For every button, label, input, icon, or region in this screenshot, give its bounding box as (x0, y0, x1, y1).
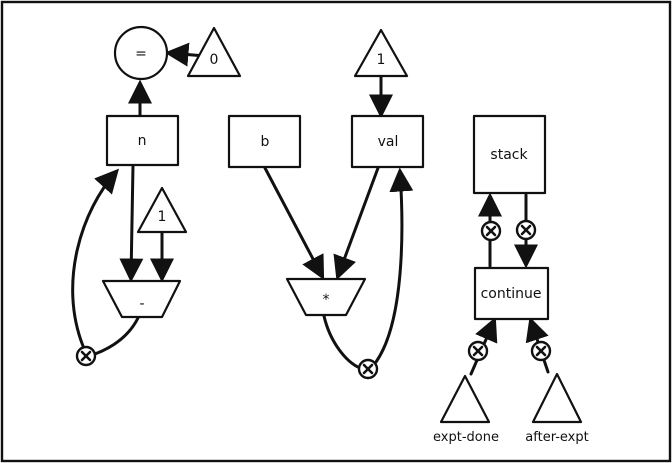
register-continue[interactable]: continue (473, 266, 550, 321)
const-zero-triangle (186, 26, 242, 78)
register-n[interactable]: n (105, 114, 180, 167)
edge-n-to-minus (119, 163, 144, 283)
assign-after-expt-button[interactable] (530, 340, 552, 362)
op-minus[interactable]: - (101, 279, 182, 319)
register-b-label: b (261, 134, 270, 150)
equals-node[interactable]: = (113, 25, 169, 81)
register-n-box (105, 114, 180, 167)
op-times[interactable]: * (285, 277, 367, 317)
edge-minus-to-x (87, 316, 140, 358)
equals-label: = (135, 46, 147, 62)
edge-times-to-x (322, 314, 362, 370)
op-times-label: * (323, 292, 330, 308)
register-stack[interactable]: stack (472, 114, 547, 195)
register-b[interactable]: b (227, 114, 302, 169)
const-expt-done-triangle (439, 374, 491, 424)
register-stack-box (472, 114, 547, 195)
save-continue-button[interactable] (480, 220, 502, 242)
edge-b-to-times (263, 166, 325, 280)
register-val-label: val (378, 134, 399, 150)
const-one-minus[interactable]: 1 (136, 186, 188, 234)
register-val[interactable]: val (350, 114, 425, 169)
assign-n-button[interactable] (75, 345, 97, 367)
op-times-trapezoid (285, 277, 367, 317)
const-zero[interactable]: 0 (186, 26, 242, 78)
const-after-expt-label: after-expt (525, 430, 588, 445)
edges (71, 42, 550, 376)
edge-x-to-val (374, 167, 414, 364)
restore-continue-button[interactable] (515, 219, 537, 241)
close-icon-stroke (520, 224, 532, 236)
const-expt-done-label: expt-done (433, 430, 499, 445)
const-one-val-label: 1 (377, 52, 386, 68)
const-one-minus-label: 1 (158, 209, 167, 225)
register-val-box (350, 114, 425, 169)
const-one-minus-triangle (136, 186, 188, 234)
const-expt-done[interactable]: expt-done (433, 374, 499, 445)
close-icon-stroke (362, 363, 374, 375)
register-n-label: n (138, 133, 147, 149)
register-continue-label: continue (481, 286, 542, 302)
const-one-val-triangle (353, 28, 409, 78)
op-minus-trapezoid (101, 279, 182, 319)
assign-val-button[interactable] (357, 358, 379, 380)
const-zero-label: 0 (210, 52, 219, 68)
op-minus-label: - (139, 296, 144, 312)
edge-val-to-times (333, 166, 380, 281)
register-b-box (227, 114, 302, 169)
equals-circle (113, 25, 169, 81)
const-after-expt[interactable]: after-expt (525, 372, 589, 445)
const-one-val[interactable]: 1 (353, 28, 409, 78)
const-after-expt-triangle (531, 372, 583, 424)
register-stack-label: stack (490, 147, 528, 163)
close-icon-stroke (485, 225, 497, 237)
edge-x-to-n (71, 168, 119, 348)
register-continue-box (473, 266, 550, 321)
close-icon-stroke (472, 345, 484, 357)
assign-expt-done-button[interactable] (467, 340, 489, 362)
close-icon-stroke (535, 345, 547, 357)
close-icon-stroke (80, 350, 92, 362)
